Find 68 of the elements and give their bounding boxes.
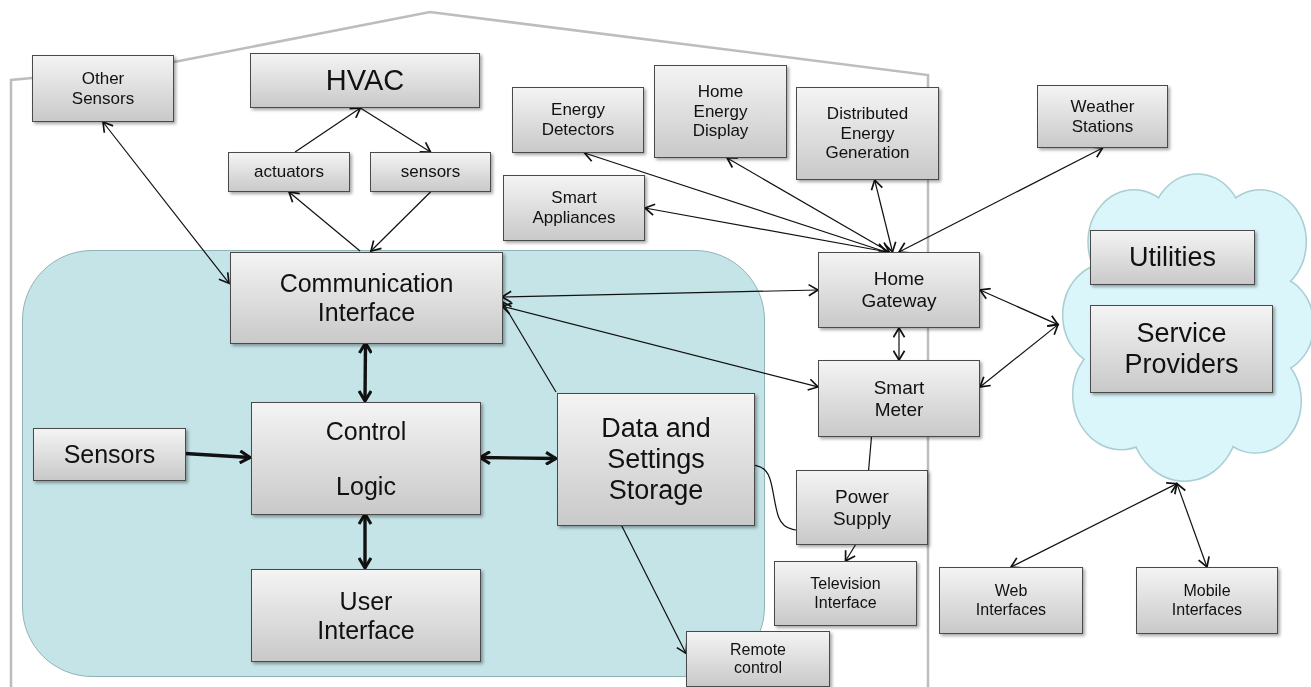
box-label: Home Energy Display bbox=[691, 82, 750, 141]
connector-arrow bbox=[294, 107, 362, 153]
connector-arrow bbox=[501, 302, 819, 391]
box-label: Service Providers bbox=[1123, 317, 1240, 381]
process-box bbox=[1090, 230, 1255, 285]
box-label: Energy Detectors bbox=[540, 100, 616, 140]
process-box bbox=[818, 360, 980, 437]
process-box bbox=[818, 252, 980, 328]
process-box bbox=[370, 152, 491, 192]
connector-arrow bbox=[357, 341, 373, 403]
connector-arrow bbox=[501, 283, 819, 304]
process-box bbox=[512, 87, 644, 153]
box-label: actuators bbox=[254, 162, 324, 182]
box-label: Smart Meter bbox=[872, 376, 926, 421]
process-box bbox=[796, 87, 939, 180]
connector-arrow bbox=[726, 157, 891, 253]
box-label: Television Interface bbox=[809, 575, 882, 612]
box-label: Remote control bbox=[729, 640, 787, 678]
process-box bbox=[1090, 305, 1273, 393]
process-box bbox=[250, 53, 480, 108]
connector-arrow bbox=[102, 121, 230, 285]
process-box bbox=[503, 175, 645, 241]
connector-arrow bbox=[892, 327, 906, 361]
box-label: Web Interfaces bbox=[974, 582, 1048, 619]
connector-arrow bbox=[844, 544, 856, 562]
connector-arrow bbox=[620, 524, 688, 655]
box-label: Distributed Energy Generation bbox=[824, 104, 911, 163]
box-label: Utilities bbox=[1129, 241, 1216, 273]
connector-arrow bbox=[870, 179, 897, 253]
connector-arrow bbox=[1010, 482, 1178, 569]
box-label: Communication Interface bbox=[278, 269, 455, 327]
box-label: Data and Settings Storage bbox=[600, 412, 712, 507]
process-box bbox=[251, 402, 481, 515]
connector-arrow bbox=[898, 146, 1104, 254]
box-label: User Interface bbox=[316, 586, 416, 645]
process-box bbox=[796, 470, 928, 545]
connector-arrow bbox=[501, 300, 557, 393]
process-box bbox=[774, 561, 917, 626]
process-box bbox=[230, 252, 503, 344]
connector-arrow bbox=[288, 191, 361, 252]
connector-arrow bbox=[357, 512, 373, 570]
box-label: Control Logic bbox=[324, 415, 408, 502]
box-label: HVAC bbox=[325, 63, 405, 98]
process-box bbox=[557, 393, 755, 526]
process-box bbox=[32, 55, 174, 122]
connector-arrow bbox=[979, 323, 1059, 388]
connector-arrow bbox=[184, 449, 252, 465]
process-box bbox=[686, 631, 830, 687]
connector-arrow bbox=[1174, 482, 1210, 568]
box-label: Power Supply bbox=[831, 485, 893, 530]
process-box bbox=[1136, 567, 1278, 634]
connector-arrow bbox=[478, 450, 558, 466]
box-label: Smart Appliances bbox=[531, 188, 617, 228]
process-box bbox=[1037, 85, 1168, 148]
connector-arrow bbox=[359, 107, 432, 153]
box-label: Mobile Interfaces bbox=[1170, 582, 1244, 619]
process-box bbox=[939, 567, 1083, 634]
connector-arrow bbox=[370, 191, 432, 252]
box-label: Weather Stations bbox=[1069, 96, 1136, 137]
box-label: Other Sensors bbox=[70, 68, 136, 109]
box-label: Home Gateway bbox=[860, 268, 938, 312]
box-label: sensors bbox=[400, 162, 461, 182]
box-label: Sensors bbox=[63, 440, 156, 469]
process-box bbox=[251, 569, 481, 662]
process-box bbox=[654, 65, 787, 158]
process-box bbox=[33, 428, 186, 481]
connector-arrow bbox=[979, 287, 1059, 327]
process-box bbox=[228, 152, 350, 192]
